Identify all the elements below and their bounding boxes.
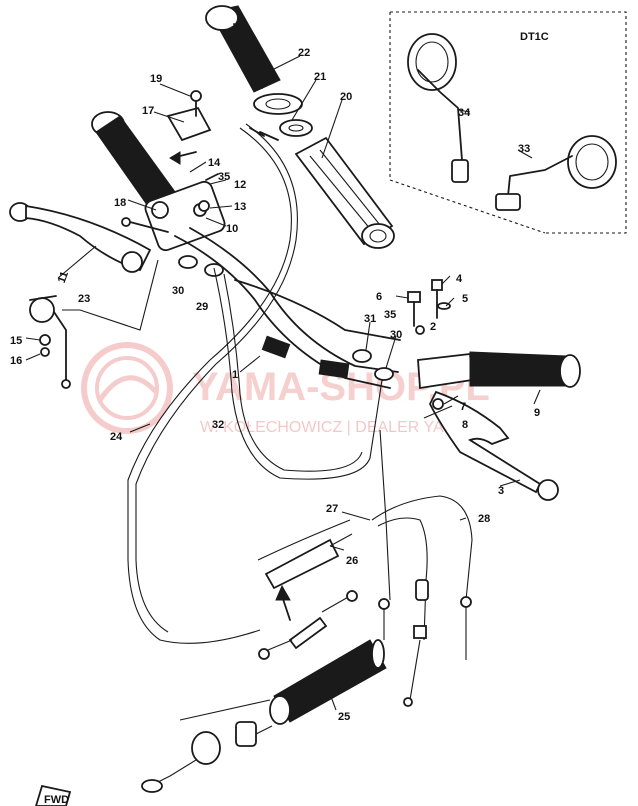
watermark-logo-icon <box>81 342 173 434</box>
callout-12: 12 <box>234 179 246 191</box>
callout-17: 17 <box>142 105 154 117</box>
callout-11: 11 <box>56 270 71 285</box>
callout-33: 33 <box>518 143 530 155</box>
grip-20-icon <box>294 136 395 249</box>
callout-4: 4 <box>456 273 463 285</box>
choke-lever-23-icon <box>29 259 159 389</box>
callout-24: 24 <box>110 431 123 443</box>
leader-lines <box>25 55 541 711</box>
callout-28: 28 <box>478 513 490 525</box>
callout-35a: 35 <box>218 171 230 183</box>
callout-31: 31 <box>364 313 376 325</box>
callout-8: 8 <box>462 419 468 431</box>
mirror-33-icon <box>495 135 617 211</box>
callout-26: 26 <box>346 555 358 567</box>
fwd-marker: FWD <box>35 784 72 806</box>
callout-32: 32 <box>212 419 224 431</box>
arrows <box>169 127 291 601</box>
callout-14: 14 <box>208 157 221 169</box>
callout-30a: 30 <box>172 285 184 297</box>
callout-9: 9 <box>534 407 540 419</box>
cables <box>127 123 473 707</box>
callout-2: 2 <box>430 321 436 333</box>
callout-6: 6 <box>376 291 382 303</box>
connector-icon <box>141 721 273 793</box>
callouts: 22 21 20 19 17 14 35 12 13 10 18 11 23 1… <box>10 47 540 723</box>
clutch-lever-11-icon <box>9 202 152 273</box>
callout-13: 13 <box>234 201 246 213</box>
left-switch-housing-icon <box>121 90 226 252</box>
callout-20: 20 <box>340 91 352 103</box>
mirror-34-icon <box>407 33 469 183</box>
inset-label: DT1C <box>520 31 549 43</box>
callout-16: 16 <box>10 355 22 367</box>
callout-3: 3 <box>498 485 504 497</box>
fwd-label: FWD <box>44 794 69 806</box>
callout-1: 1 <box>232 369 238 381</box>
callout-27: 27 <box>326 503 338 515</box>
callout-29: 29 <box>196 301 208 313</box>
callout-34: 34 <box>458 107 471 119</box>
callout-18: 18 <box>114 197 126 209</box>
clamps-31-30-icon <box>178 255 394 381</box>
throttle-grip-9-icon <box>417 351 581 390</box>
inset-dt1c: DT1C <box>389 11 627 234</box>
callout-21: 21 <box>314 71 326 83</box>
callout-10: 10 <box>226 223 238 235</box>
tube-25-icon <box>179 639 387 725</box>
grip-22-icon <box>205 5 281 93</box>
callout-7: 7 <box>460 401 466 413</box>
callout-15: 15 <box>10 335 22 347</box>
callout-35b: 35 <box>384 309 396 321</box>
watermark-tagline: W. KOŁECHOWICZ | DEALER YAMAHA <box>200 419 490 436</box>
brake-lever-3-icon <box>428 390 559 501</box>
callout-22: 22 <box>298 47 310 59</box>
callout-25: 25 <box>338 711 350 723</box>
left-grip-icon <box>91 111 179 213</box>
callout-30b: 30 <box>390 329 402 341</box>
callout-5: 5 <box>462 293 468 305</box>
cable-tube-26-icon <box>258 533 358 660</box>
callout-23: 23 <box>78 293 90 305</box>
callout-19: 19 <box>150 73 162 85</box>
